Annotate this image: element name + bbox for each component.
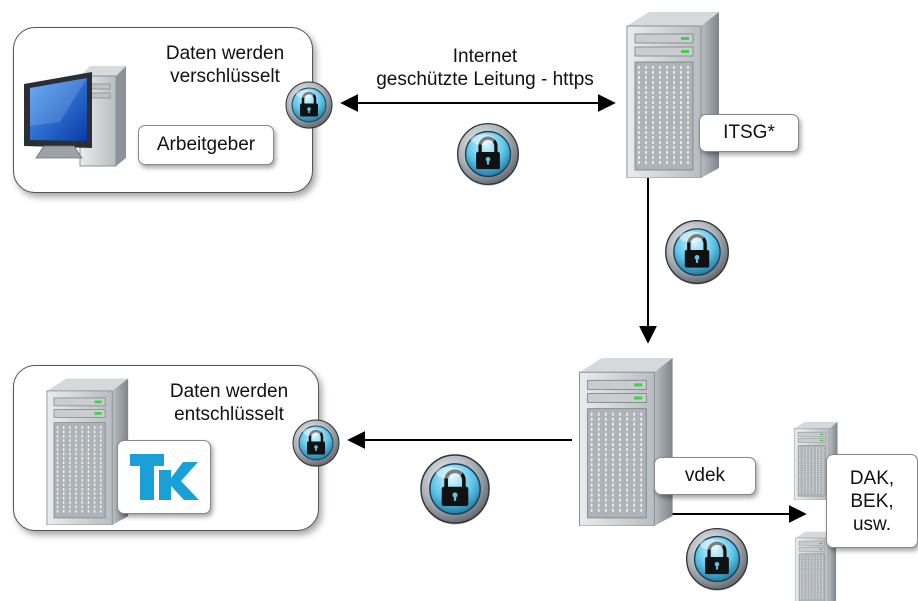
padlock-icon-itsg-vdek (664, 219, 730, 286)
channel-caption: Internet geschützte Leitung - https (345, 45, 625, 91)
padlock-icon-tk (291, 418, 341, 468)
tk-logo (117, 440, 211, 514)
employer-caption-line2: verschlüsselt (170, 66, 280, 87)
padlock-icon-channel (455, 121, 521, 187)
itsg-label: ITSG* (699, 114, 799, 152)
others-label: DAK, BEK, usw. (826, 454, 918, 548)
channel-line2: geschützte Leitung - https (376, 69, 594, 90)
padlock-icon-vdek-tk (419, 453, 491, 526)
computer-icon (24, 66, 126, 167)
tk-logo-icon (130, 454, 199, 500)
employer-label: Arbeitgeber (138, 125, 274, 165)
others-line3: usw. (852, 513, 892, 535)
channel-line1: Internet (452, 46, 518, 67)
itsg-server-icon (626, 11, 720, 178)
employer-caption: Daten werden verschlüsselt (150, 42, 300, 88)
others-line1: DAK, (849, 467, 895, 489)
tk-caption-line2: entschlüsselt (174, 404, 284, 425)
tk-caption: Daten werden entschlüsselt (150, 380, 308, 426)
vdek-server-icon (578, 357, 674, 526)
others-line2: BEK, (850, 490, 894, 512)
padlock-icon-employer (284, 80, 334, 130)
tk-server-icon (46, 377, 129, 525)
tk-caption-line1: Daten werden (169, 381, 289, 402)
vdek-label: vdek (654, 457, 756, 495)
employer-caption-line1: Daten werden (165, 43, 285, 64)
padlock-icon-vdek-others (684, 526, 750, 592)
